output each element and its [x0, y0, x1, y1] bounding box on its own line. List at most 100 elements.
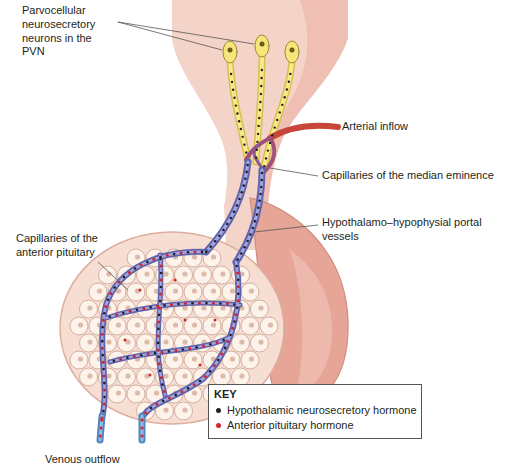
secretory-cell — [241, 317, 259, 335]
hormone-dot — [191, 302, 194, 305]
hormone-dot — [140, 354, 143, 357]
hormone-dot — [226, 223, 229, 226]
hormone-dot — [188, 347, 191, 350]
hormone-dot — [252, 227, 255, 230]
hormone-dot — [267, 149, 269, 151]
secretory-cell — [118, 334, 136, 352]
hormone-dot — [182, 348, 185, 351]
hormone-dot — [213, 364, 216, 367]
hormone-dot — [160, 278, 163, 281]
hormone-dot — [227, 340, 230, 343]
secretory-cell — [241, 351, 259, 369]
hormone-dot — [236, 299, 239, 302]
hormone-dot — [261, 172, 264, 175]
hormone-dot — [209, 343, 212, 346]
legend-swatch — [216, 408, 221, 413]
hormone-dot — [101, 354, 104, 357]
hormone-dot — [258, 200, 261, 203]
hormone-dot — [159, 264, 162, 267]
hormone-dot — [205, 302, 208, 305]
secretory-cell — [251, 300, 269, 318]
hormone-dot — [115, 313, 118, 316]
hormone-dot — [205, 251, 208, 254]
hormone-dot — [168, 396, 171, 399]
hormone-dot — [236, 112, 238, 114]
hormone-dot — [155, 403, 158, 406]
hormone-dots — [99, 69, 292, 438]
median-eminence-vessels — [246, 126, 338, 172]
hormone-dot — [180, 251, 183, 254]
hormone-dot — [144, 411, 147, 414]
legend-item: Anterior pituitary hormone — [215, 418, 415, 433]
hormone-dot — [218, 234, 221, 237]
hormone-dot — [233, 320, 236, 323]
hormone-dot — [254, 220, 257, 223]
hormone-dot — [236, 204, 239, 207]
hormone-dot — [260, 179, 263, 182]
structure-label: Arterial inflow — [342, 120, 502, 134]
secretory-cell — [127, 385, 145, 403]
hormone-dot — [160, 272, 163, 275]
hormone-dot — [161, 351, 164, 354]
hormone-dot — [216, 341, 219, 344]
secretory-cell — [137, 334, 155, 352]
hormone-dot — [238, 120, 240, 122]
hormone-dot — [159, 300, 162, 303]
secretory-cell — [184, 283, 202, 301]
hormone-dot — [177, 303, 180, 306]
secretory-cell — [127, 283, 145, 301]
hormone-dot — [136, 309, 139, 312]
secretory-cell — [70, 351, 88, 369]
hormone-dot — [236, 271, 239, 274]
hormone-dot — [289, 73, 291, 75]
hormone-dot — [159, 258, 162, 261]
hormone-dot — [235, 104, 237, 106]
hormone-dot — [110, 292, 113, 295]
secretory-cell — [80, 334, 98, 352]
hormone-dot — [257, 125, 259, 127]
hormone-dot — [149, 306, 152, 309]
hormone-dot — [184, 302, 187, 305]
hormone-dot — [201, 251, 204, 254]
hormone-dot — [159, 292, 162, 295]
hormone-dot — [103, 396, 106, 399]
hormone-dot — [243, 143, 245, 145]
hormone-dot — [260, 85, 262, 87]
secretory-cell — [70, 317, 88, 335]
hormone-dot — [199, 380, 202, 383]
neurons — [223, 35, 299, 168]
hormone-dot — [157, 320, 160, 323]
hormone-dot — [154, 352, 157, 355]
legend-title: KEY — [214, 388, 274, 402]
secretory-cell — [156, 266, 174, 284]
hormone-dot — [129, 310, 132, 313]
hormone-dot — [233, 97, 235, 99]
hormone-dot — [195, 346, 198, 349]
secretory-cell — [80, 368, 98, 386]
legend-text: Hypothalamic neurosecretory hormone — [227, 403, 417, 418]
hormone-dot — [235, 313, 238, 316]
hormone-dot — [128, 271, 131, 274]
hormone-dot — [158, 362, 161, 365]
secretory-cell — [194, 266, 212, 284]
hormone-dot — [257, 133, 259, 135]
hormone-dot — [122, 312, 125, 315]
hormone-dot — [194, 250, 197, 253]
hormone-dot — [168, 350, 171, 353]
hormone-dot — [184, 319, 187, 322]
hormone-dot — [209, 370, 212, 373]
hormone-dot — [166, 254, 169, 257]
hormone-dot — [256, 213, 259, 216]
structure-label: Capillaries of the median eminence — [322, 169, 510, 183]
legend-text: Anterior pituitary hormone — [227, 418, 354, 433]
hormone-dot — [124, 339, 127, 342]
leader-lines — [98, 22, 318, 290]
secretory-cell — [175, 266, 193, 284]
secretory-cell — [241, 283, 259, 301]
hormone-dot — [274, 126, 276, 128]
hormone-dot — [198, 302, 201, 305]
hormone-dot — [174, 279, 177, 282]
hormone-dot — [260, 93, 262, 95]
hormone-dot — [139, 289, 142, 292]
secretory-cell — [108, 385, 126, 403]
